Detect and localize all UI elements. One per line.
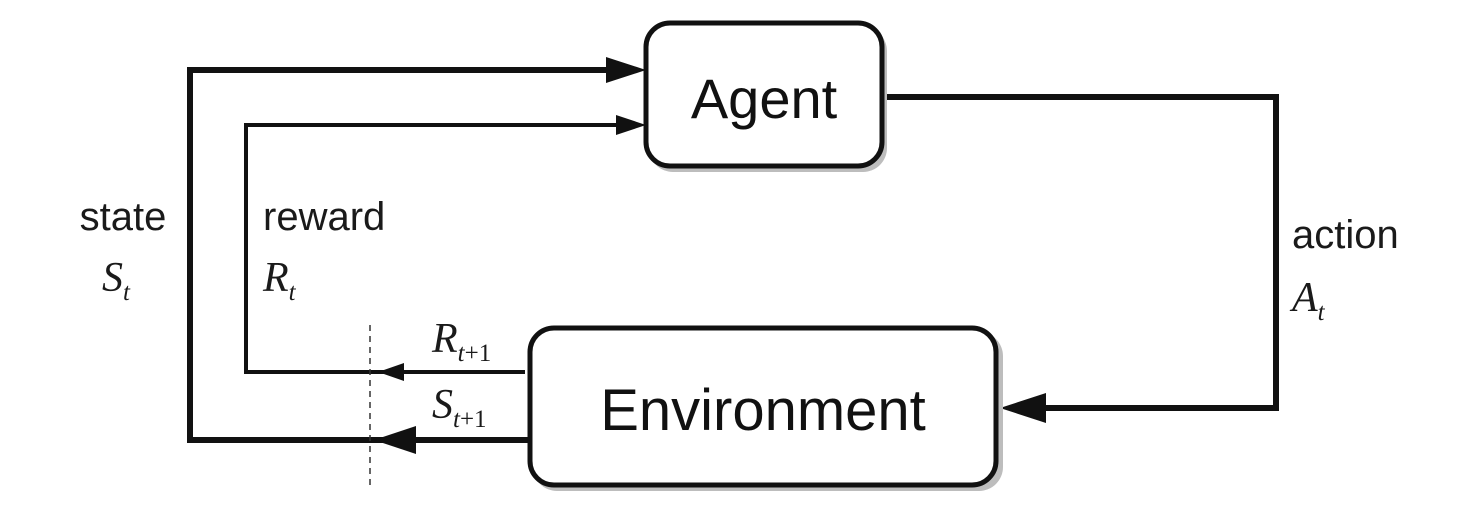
reward-edge-arrowhead xyxy=(616,115,646,135)
environment-node: Environment xyxy=(527,325,1003,491)
agent-node: Agent xyxy=(643,20,887,172)
agent-label: Agent xyxy=(691,67,838,130)
action-edge-arrowhead xyxy=(1000,393,1046,423)
reward-symbol: Rt xyxy=(262,255,297,306)
state-edge xyxy=(187,57,646,443)
state-edge-arrowhead xyxy=(606,57,646,83)
next-reward-arrowhead xyxy=(378,363,404,381)
action-label: action xyxy=(1292,213,1399,257)
action-edge xyxy=(882,94,1279,423)
next-state-symbol: St+1 xyxy=(432,382,487,433)
environment-box xyxy=(527,325,999,488)
agent-box xyxy=(643,20,885,169)
state-edge-line xyxy=(187,67,612,443)
action-symbol: At xyxy=(1289,275,1326,326)
next-reward-symbol: Rt+1 xyxy=(431,316,491,367)
action-edge-line xyxy=(882,94,1279,411)
state-symbol: St xyxy=(102,255,131,306)
state-label: state xyxy=(80,195,167,239)
reward-label: reward xyxy=(263,195,385,239)
environment-label: Environment xyxy=(600,378,926,443)
next-state-arrowhead xyxy=(374,426,416,454)
